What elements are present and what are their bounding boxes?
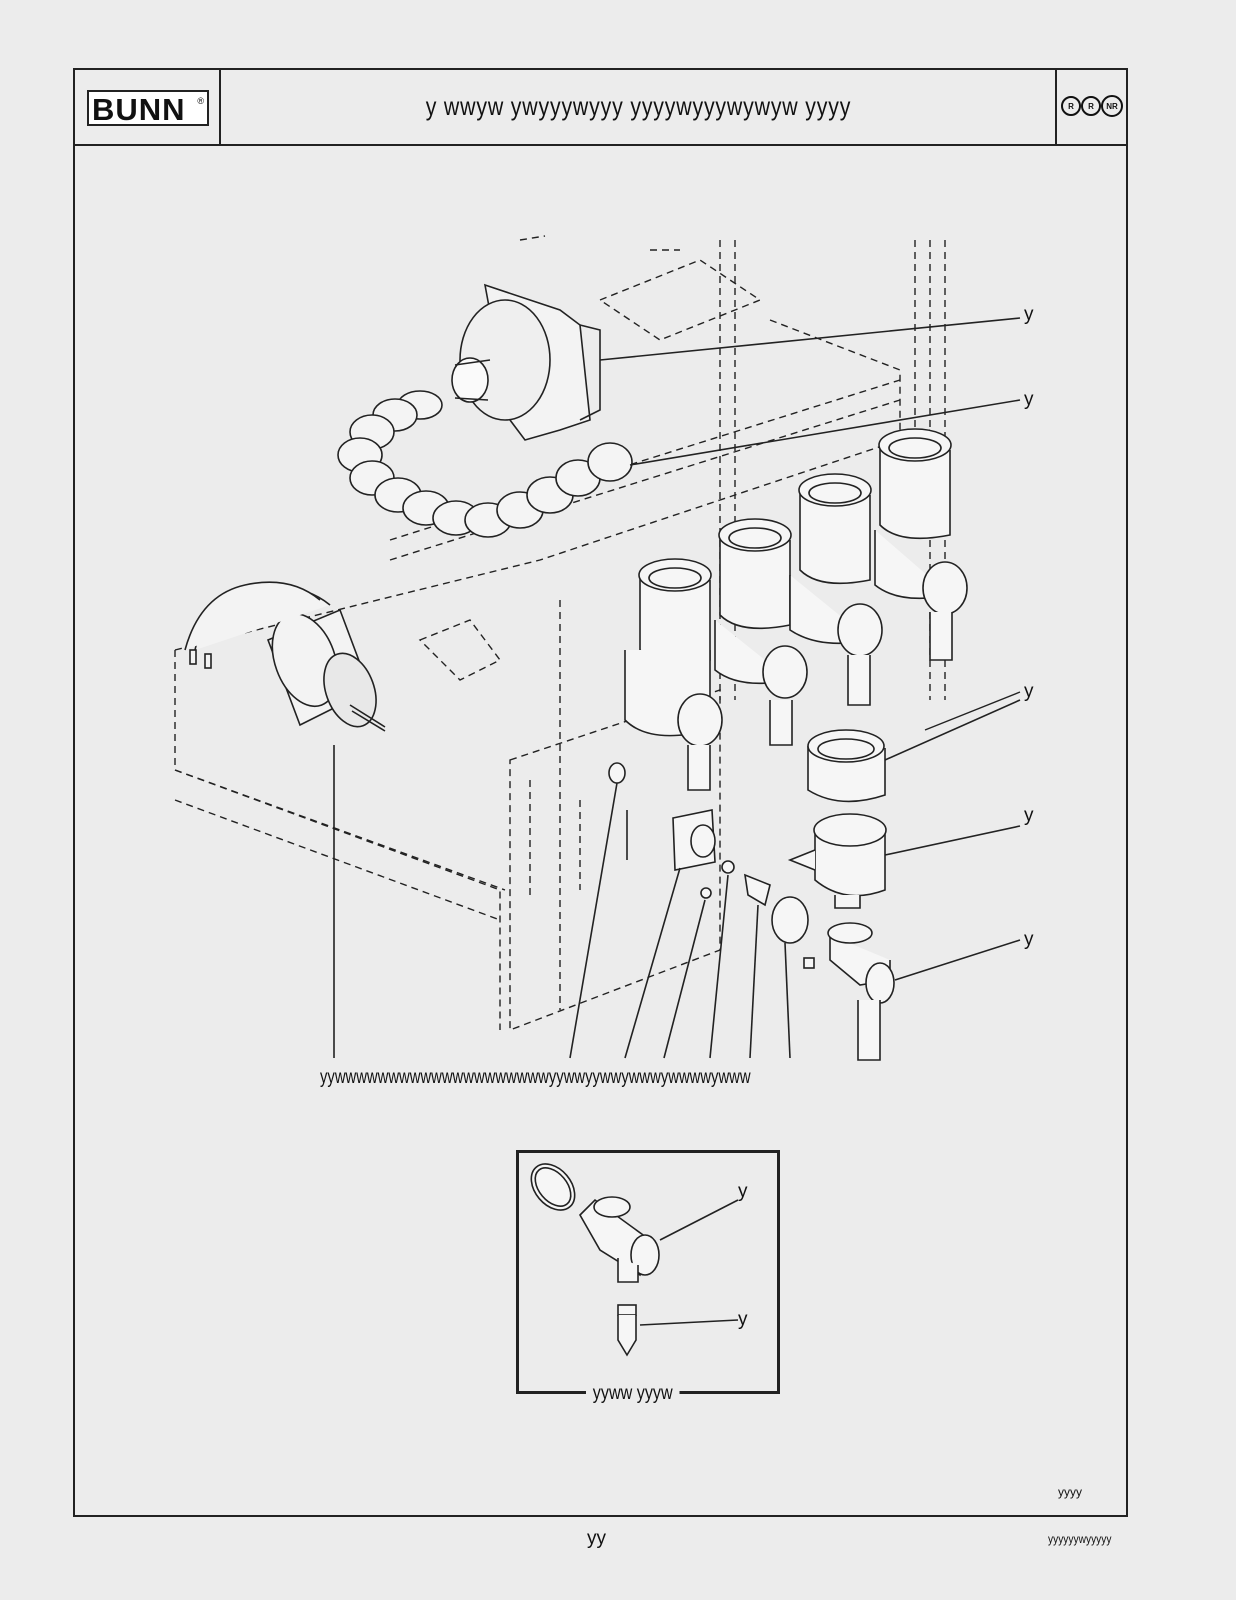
drawing-code: yyyy <box>1058 1485 1082 1499</box>
certification-marks: R R NR <box>1057 68 1126 144</box>
svg-text:R: R <box>1088 102 1094 111</box>
logo-text: BUNN <box>92 92 186 127</box>
inset-callout-label-1: y <box>738 1181 748 1202</box>
page-frame <box>73 68 1128 1517</box>
logo-cell: BUNN ® <box>73 68 221 144</box>
page-header: BUNN ® y wwyw ywyyywyyy yyyywyyywywyw yy… <box>73 68 1128 146</box>
svg-text:NR: NR <box>1106 102 1118 111</box>
svg-text:R: R <box>1068 102 1074 111</box>
small-parts <box>569 762 809 1059</box>
inset-caption: yyww yyyw <box>586 1383 680 1405</box>
logo-registered-mark: ® <box>197 96 204 106</box>
callout-label-3: y <box>1024 681 1034 702</box>
page-title: y wwyw ywyyywyyy yyyywyyywywyw yyyy <box>425 90 851 121</box>
motor-assembly <box>184 581 386 1058</box>
certification-logos-icon: R R NR <box>1061 95 1123 117</box>
callout-label-4: y <box>1024 805 1034 826</box>
document-number: yyyyyywyyyyy <box>1048 1532 1112 1546</box>
mixing-chambers <box>624 428 968 791</box>
bunn-logo: BUNN ® <box>87 90 209 127</box>
blower-assembly <box>451 283 1021 441</box>
callout-label-5: y <box>1024 929 1034 950</box>
inset-callout-label-2: y <box>738 1309 748 1330</box>
exploded-cups <box>787 699 1021 1061</box>
bottom-callout-row: yywwwwwwwwwwwwwwwwwwwwyywwyywwywwwywwwwy… <box>320 1067 751 1088</box>
title-cell: y wwyw ywyyywyyy yyyywyyywywyw yyyy <box>221 68 1057 144</box>
callout-label-1: y <box>1024 304 1034 325</box>
callout-label-2: y <box>1024 389 1034 410</box>
page-number: yy <box>587 1528 606 1549</box>
inset-drawing <box>530 1163 739 1357</box>
flex-hose <box>337 390 1021 538</box>
